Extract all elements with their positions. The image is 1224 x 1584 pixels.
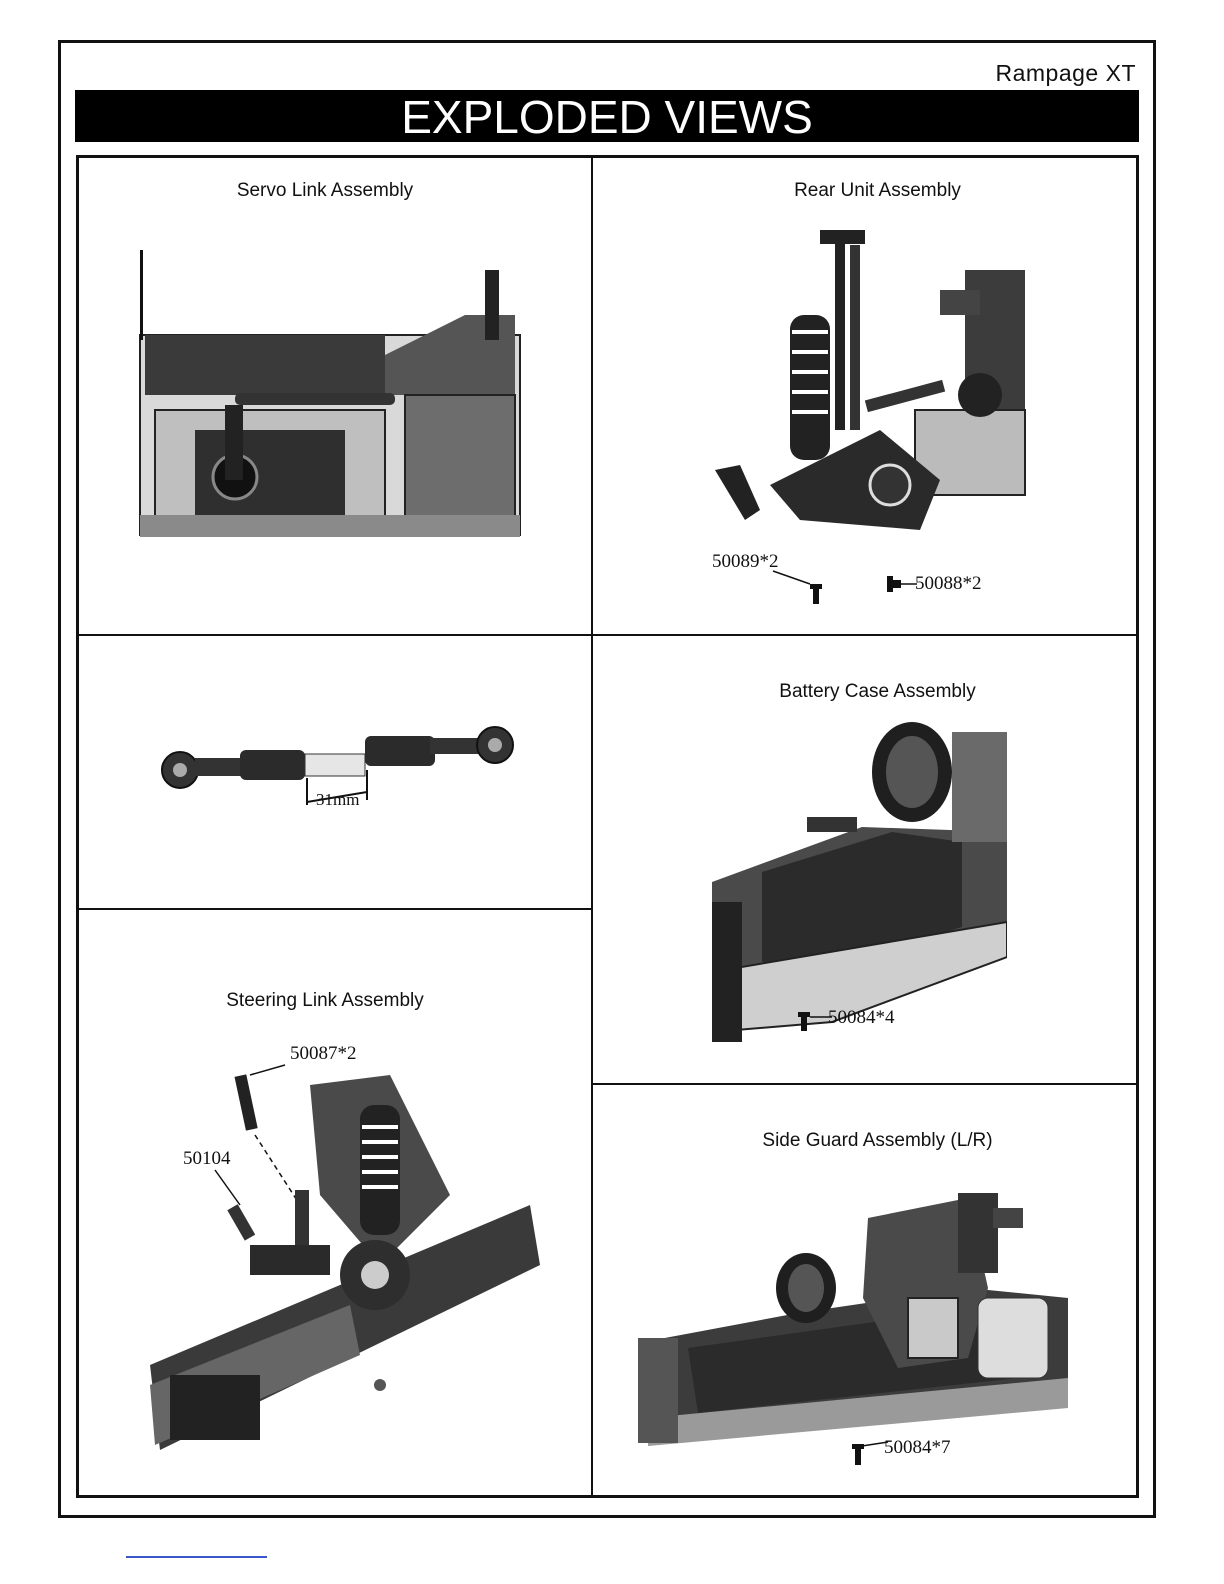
steering-link-figure (150, 1055, 550, 1455)
side-guard-figure (638, 1178, 1068, 1448)
servo-link-figure (135, 245, 525, 545)
steering-panel-title: Steering Link Assembly (80, 990, 570, 1012)
screw-50089-icon (768, 566, 828, 606)
callout-50084-battery: 50084*4 (828, 1007, 895, 1029)
battery-panel-title: Battery Case Assembly (600, 681, 1155, 703)
rear-panel-title: Rear Unit Assembly (600, 180, 1155, 202)
servo-panel-title: Servo Link Assembly (80, 180, 570, 202)
page-title: EXPLODED VIEWS (75, 90, 1139, 142)
grid-divider-top (76, 634, 1139, 636)
screw-50088-icon (885, 574, 919, 596)
footer-link-underline (126, 1556, 267, 1558)
side-panel-title: Side Guard Assembly (L/R) (600, 1130, 1155, 1152)
callout-50084-side: 50084*7 (884, 1437, 951, 1459)
callout-50088: 50088*2 (915, 573, 982, 595)
dimension-label: 31mm (316, 790, 359, 810)
rear-unit-figure (710, 220, 1030, 550)
brand-label: Rampage XT (995, 60, 1136, 87)
battery-case-figure (712, 722, 1007, 1047)
grid-divider-vertical (591, 155, 593, 1498)
grid-divider-right (592, 1083, 1139, 1085)
grid-divider-left (76, 908, 592, 910)
